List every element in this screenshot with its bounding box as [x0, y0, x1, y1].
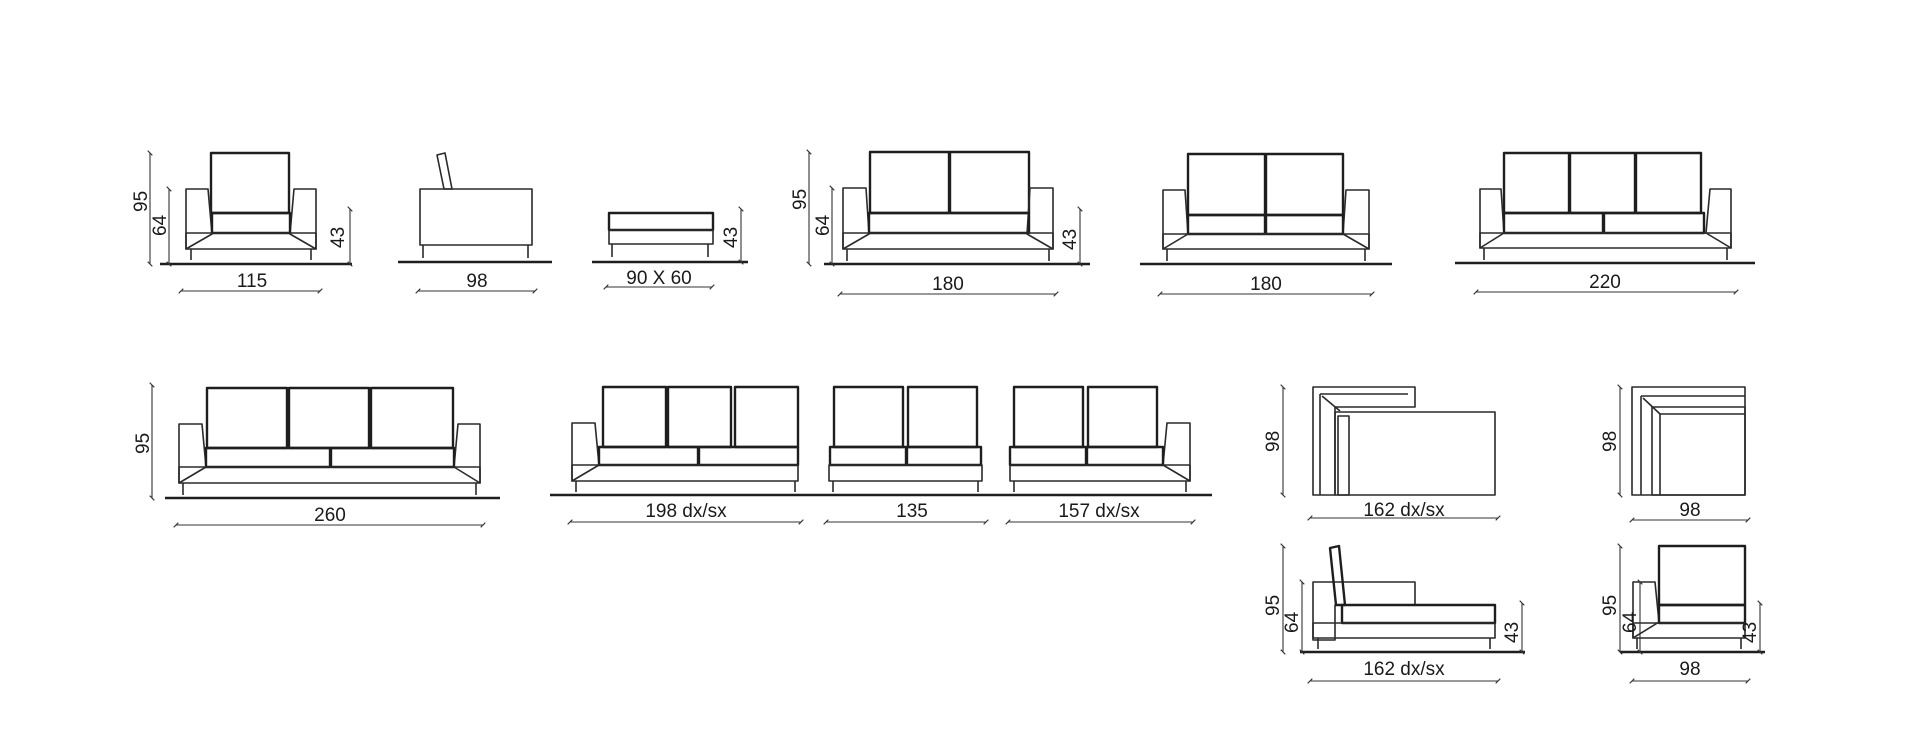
chaise-top-width-label: 162 dx/sx: [1363, 500, 1445, 521]
armchair-side-view: 98: [398, 152, 552, 294]
sofa-180-a-height-total-label: 95: [790, 189, 811, 210]
armchair-height-arm-label: 64: [150, 214, 171, 236]
module-135-width-label: 135: [896, 501, 928, 522]
armchair-width-label: 115: [237, 271, 267, 292]
chaise-front-height-seat-label: 43: [1502, 622, 1523, 643]
pouf-size-label: 90 X 60: [626, 268, 692, 289]
corner-top-width-label: 98: [1679, 500, 1700, 521]
module-198-width-label: 198 dx/sx: [645, 501, 727, 522]
corner-front-height-total-label: 95: [1600, 595, 1621, 616]
chaise-top-view: 98 162 dx/sx: [1263, 384, 1501, 521]
armchair-height-seat-label: 43: [328, 227, 349, 248]
pouf-view: 43 90 X 60: [592, 206, 748, 290]
chaise-front-height-arm-label: 64: [1282, 611, 1303, 633]
sofa-180-b-width-label: 180: [1250, 274, 1282, 295]
module-157-front-view: 157 dx/sx: [1005, 385, 1196, 525]
sofa-260-width-label: 260: [314, 505, 346, 526]
sofa-180-b-front-view: 180: [1140, 152, 1392, 297]
sofa-180-a-height-arm-label: 64: [813, 214, 834, 236]
corner-front-height-arm-label: 64: [1620, 611, 1641, 633]
sofa-180-a-front-view: 95 64 43 180: [790, 149, 1090, 297]
sofa-260-height-total-label: 95: [133, 433, 154, 454]
sofa-220-front-view: 220: [1455, 151, 1755, 295]
module-157-width-label: 157 dx/sx: [1058, 501, 1140, 522]
sofa-260-front-view: 95 260: [133, 382, 500, 528]
armchair-height-total-label: 95: [131, 191, 152, 212]
chaise-top-depth-label: 98: [1263, 431, 1284, 452]
armchair-front-view: 95 64 43 115: [131, 150, 353, 294]
corner-top-depth-label: 98: [1600, 431, 1621, 452]
chaise-front-width-label: 162 dx/sx: [1363, 659, 1445, 680]
pouf-height-label: 43: [721, 227, 742, 248]
corner-front-width-label: 98: [1679, 659, 1700, 680]
chaise-front-view: 95 64 43 162 dx/sx: [1263, 543, 1525, 684]
corner-top-view: 98 98: [1600, 384, 1751, 523]
armchair-side-depth-label: 98: [466, 271, 487, 292]
module-135-front-view: 135: [823, 385, 989, 525]
corner-front-view: 95 64 43 98: [1600, 543, 1765, 684]
sofa-180-a-height-seat-label: 43: [1060, 229, 1081, 250]
sofa-220-width-label: 220: [1589, 272, 1621, 293]
module-198-front-view: 198 dx/sx: [567, 385, 804, 525]
sofa-180-a-width-label: 180: [932, 274, 964, 295]
corner-front-height-seat-label: 43: [1740, 622, 1761, 643]
chaise-front-height-total-label: 95: [1263, 595, 1284, 616]
